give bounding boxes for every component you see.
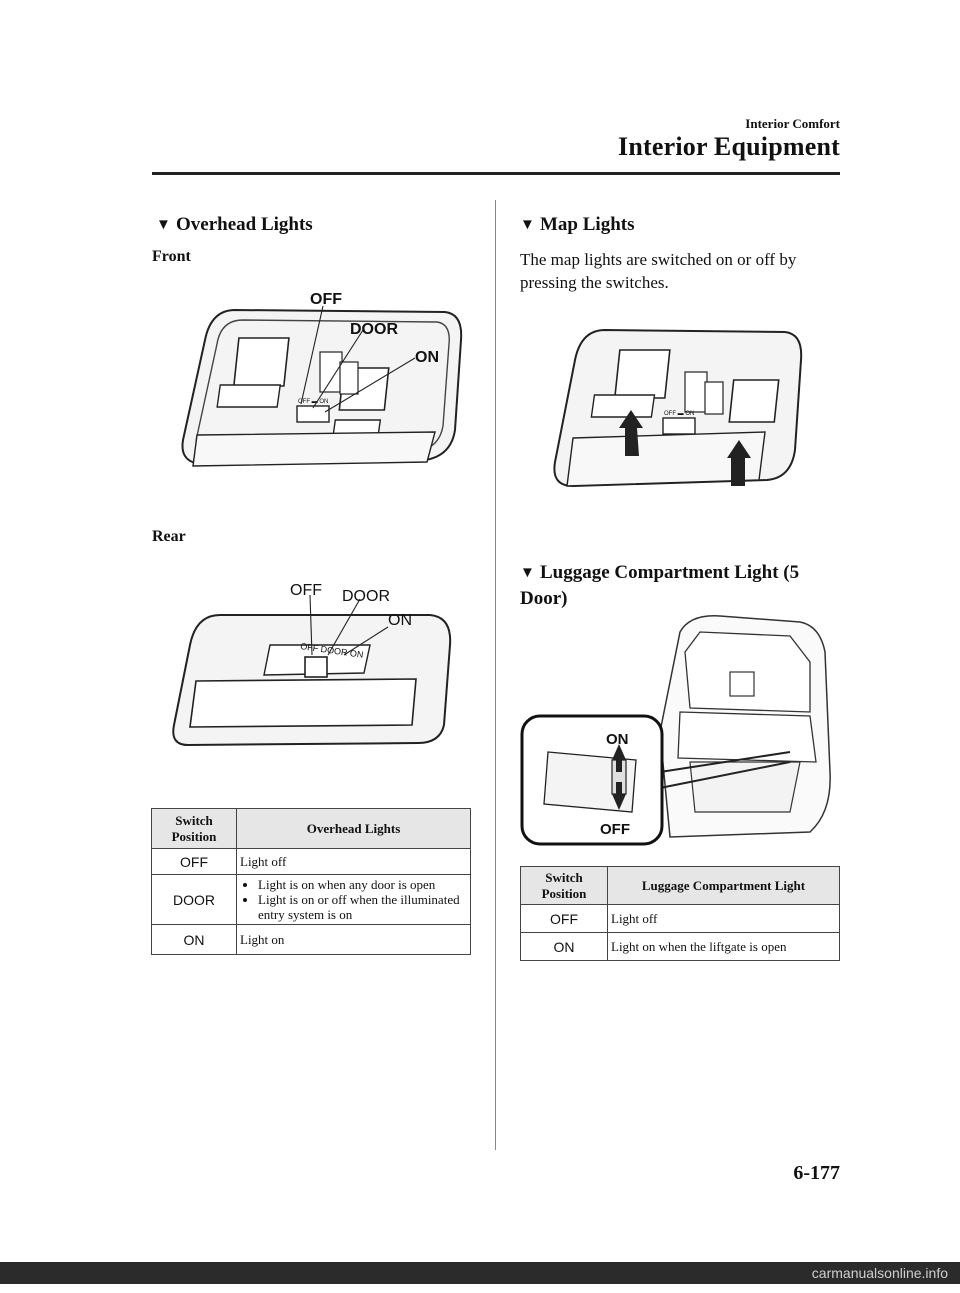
front-overhead-figure: OFF ▬ ON OFF DOOR ON: [181, 291, 463, 467]
row-on-position: ON: [520, 932, 608, 961]
door-bullet-1: Light is on when any door is open: [258, 877, 467, 892]
luggage-on-label: ON: [606, 731, 629, 748]
heading-overhead-lights: ▼Overhead Lights: [156, 212, 313, 238]
triangle-icon: ▼: [156, 217, 171, 233]
col-switch-position: Switch Position: [520, 866, 608, 905]
front-off-label: OFF: [310, 291, 342, 308]
rear-on-label: ON: [388, 612, 412, 629]
luggage-off-label: OFF: [600, 821, 630, 838]
rear-door-label: DOOR: [342, 588, 390, 605]
col-switch-position: Switch Position: [151, 808, 237, 849]
row-on-desc: Light on: [236, 924, 471, 955]
map-strip-text: OFF ▬ ON: [664, 411, 694, 417]
page-number: 6-177: [793, 1162, 840, 1184]
col-overhead-lights: Overhead Lights: [236, 808, 471, 849]
section-title: Interior Comfort: [745, 116, 840, 131]
arrow-up-icon: [727, 440, 751, 486]
header-rule: [152, 172, 840, 175]
overhead-lights-table: Switch Position Overhead Lights OFF Ligh…: [151, 808, 471, 955]
rear-overhead-figure: OFF DOOR ON OFF DOOR ON: [172, 582, 452, 747]
front-door-label: DOOR: [350, 321, 398, 338]
luggage-light-figure: ON OFF: [520, 615, 831, 846]
rear-off-label: OFF: [290, 582, 322, 599]
footer-watermark: carmanualsonline.info: [0, 1262, 960, 1284]
front-label: Front: [152, 248, 191, 265]
front-on-label: ON: [415, 349, 439, 366]
chapter-title: Interior Equipment: [618, 132, 840, 161]
arrow-up-icon: [612, 744, 626, 772]
row-off-desc: Light off: [236, 848, 471, 875]
row-off-position: OFF: [151, 848, 237, 875]
triangle-icon: ▼: [520, 217, 535, 233]
front-strip-text: OFF ▬ ON: [298, 399, 328, 405]
arrow-up-icon: [619, 410, 643, 456]
rear-label: Rear: [152, 528, 186, 545]
column-divider: [495, 200, 496, 1150]
col-luggage-compartment-light: Luggage Compartment Light: [607, 866, 840, 905]
row-on-position: ON: [151, 924, 237, 955]
arrow-down-icon: [612, 782, 626, 810]
row-on-desc: Light on when the liftgate is open: [607, 932, 840, 961]
map-lights-figure: OFF ▬ ON: [553, 328, 803, 488]
door-bullet-2: Light is on or off when the illuminated …: [258, 892, 467, 922]
row-off-position: OFF: [520, 904, 608, 933]
heading-luggage-light: ▼Luggage Compartment Light (5 Door): [520, 562, 800, 609]
row-door-position: DOOR: [151, 874, 237, 925]
map-lights-text: The map lights are switched on or off by…: [520, 250, 797, 292]
row-door-desc: Light is on when any door is open Light …: [236, 874, 471, 925]
triangle-icon: ▼: [520, 565, 535, 581]
row-off-desc: Light off: [607, 904, 840, 933]
luggage-light-table: Switch Position Luggage Compartment Ligh…: [520, 866, 840, 961]
heading-map-lights: ▼Map Lights: [520, 212, 635, 238]
